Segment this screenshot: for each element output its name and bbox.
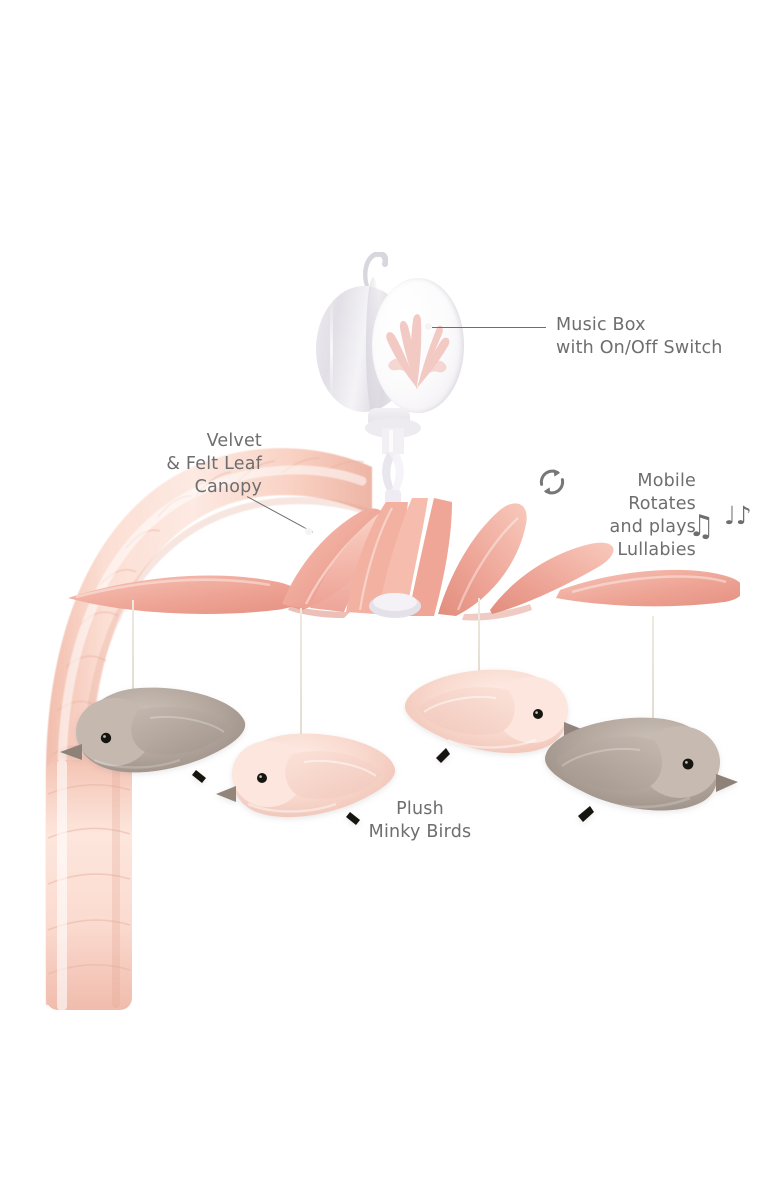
bird-4-taupe: [528, 694, 740, 846]
string-1: [132, 600, 134, 702]
string-3: [478, 598, 480, 686]
music-box-seam: [330, 292, 333, 405]
music-box[interactable]: [316, 250, 464, 430]
music-notes-icon: ♫: [688, 509, 715, 544]
velvet-arm-lower: [38, 759, 150, 1011]
bird-2-blush: [214, 716, 404, 856]
music-box-anchor-dot: [425, 323, 432, 330]
rotate-icon: [537, 467, 567, 497]
annotation-rotates: Mobile Rotates and plays Lullabies: [609, 471, 696, 561]
bird-1-taupe: [54, 666, 254, 808]
leaf-canopy: [60, 486, 744, 631]
bird-3-blush: [388, 650, 588, 786]
annotation-music-box: Music Box with On/Off Switch: [556, 315, 723, 359]
string-2: [300, 608, 302, 756]
annotation-canopy: Velvet & Felt Leaf Canopy: [166, 431, 262, 498]
flower-motif-icon: [380, 298, 454, 394]
annotation-birds: Plush Minky Birds: [368, 799, 472, 843]
music-box-leader-line: [432, 327, 546, 329]
music-notes-icon-2: ♩♪: [724, 501, 752, 530]
canopy-anchor-dot: [305, 528, 312, 535]
string-4: [652, 616, 654, 728]
